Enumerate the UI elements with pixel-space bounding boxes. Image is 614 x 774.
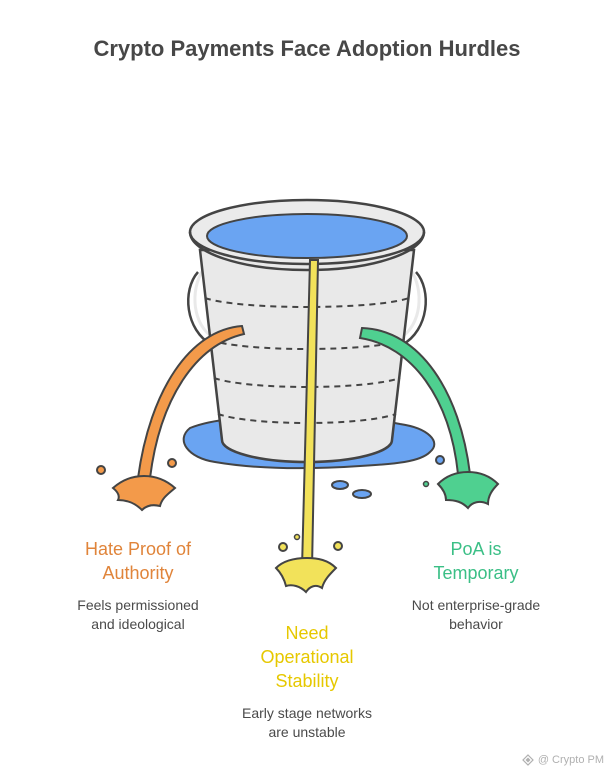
poa-temporary-line1: PoA is <box>450 539 502 559</box>
hate-poa-label-line1: Hate Proof of <box>84 539 192 559</box>
poa-temporary-desc-line2: behavior <box>449 616 503 632</box>
poa-temporary-label: PoA is Temporary <box>396 537 556 585</box>
operational-stability-line2: Operational <box>260 647 354 667</box>
operational-stability-label: Need Operational Stability <box>227 621 387 693</box>
logo-icon <box>521 754 534 766</box>
hate-poa-desc-line2: and ideological <box>91 616 185 632</box>
water-drop-small-2 <box>352 489 372 499</box>
operational-stability-desc-line2: are unstable <box>268 724 346 740</box>
water-drop-small-1 <box>331 480 349 490</box>
operational-stability-line1: Need <box>285 623 329 643</box>
page-title: Crypto Payments Face Adoption Hurdles <box>93 36 521 61</box>
watermark-text: @ Crypto PM <box>537 754 604 766</box>
hate-poa-description: Feels permissioned and ideological <box>58 596 218 634</box>
poa-temporary-line2: Temporary <box>433 563 519 583</box>
operational-stability-line3: Stability <box>275 671 339 691</box>
operational-stability-description: Early stage networks are unstable <box>217 704 397 742</box>
operational-stability-desc-line1: Early stage networks <box>242 705 372 721</box>
hate-poa-desc-line1: Feels permissioned <box>77 597 199 613</box>
watermark: @ Crypto PM <box>521 754 604 766</box>
bucket-handle-right <box>401 271 428 347</box>
hate-poa-label: Hate Proof of Authority <box>58 537 218 585</box>
poa-temporary-desc-line1: Not enterprise-grade <box>411 597 541 613</box>
water-drop-small-3 <box>435 455 445 465</box>
green-leak-stream <box>358 326 500 510</box>
poa-temporary-description: Not enterprise-grade behavior <box>386 596 566 634</box>
hate-poa-label-line2: Authority <box>102 563 174 583</box>
yellow-leak-stream <box>274 259 343 594</box>
orange-leak-stream <box>96 324 246 512</box>
